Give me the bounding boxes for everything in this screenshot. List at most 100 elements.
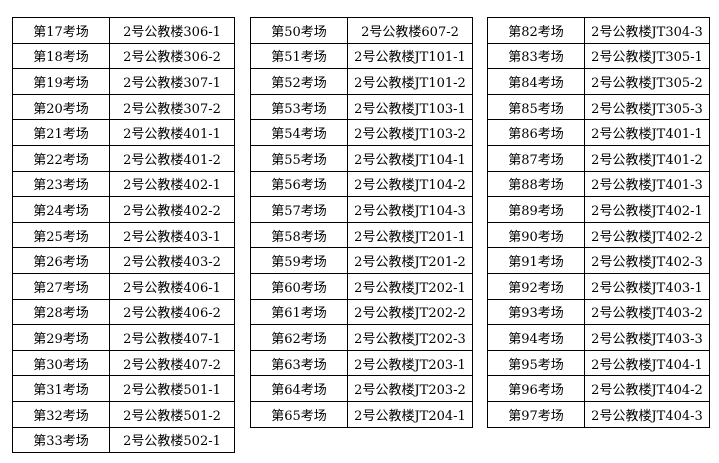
exam-room-number-cell: 第33考场 <box>12 426 110 454</box>
exam-room-number-cell: 第20考场 <box>12 93 110 121</box>
exam-room-location-cell: 2号公教楼JT404-2 <box>584 375 710 402</box>
exam-room-location-cell: 2号公教楼402-1 <box>109 170 235 198</box>
exam-room-number-cell: 第30考场 <box>12 349 110 377</box>
exam-room-location-cell: 2号公教楼JT202-3 <box>347 324 473 351</box>
exam-room-location-cell: 2号公教楼JT104-1 <box>347 144 473 172</box>
exam-room-number-cell: 第32考场 <box>12 400 110 428</box>
exam-room-number-cell: 第25考场 <box>12 221 110 249</box>
exam-room-number-cell: 第21考场 <box>12 119 110 146</box>
exam-room-number-cell: 第50考场 <box>250 17 348 44</box>
exam-room-location-cell: 2号公教楼403-2 <box>109 247 235 274</box>
exam-room-location-cell: 2号公教楼406-1 <box>109 272 235 300</box>
exam-room-number-cell: 第65考场 <box>250 400 348 428</box>
exam-room-location-cell: 2号公教楼JT401-3 <box>584 170 710 198</box>
exam-room-number-cell: 第56考场 <box>250 170 348 198</box>
exam-room-number-cell: 第24考场 <box>12 196 110 223</box>
exam-room-number-cell: 第97考场 <box>487 400 585 428</box>
exam-room-location-cell: 2号公教楼JT402-1 <box>584 196 710 223</box>
exam-room-location-cell: 2号公教楼JT101-1 <box>347 42 473 70</box>
exam-room-location-cell: 2号公教楼JT401-2 <box>584 144 710 172</box>
exam-room-number-cell: 第58考场 <box>250 221 348 249</box>
exam-room-number-cell: 第90考场 <box>487 221 585 249</box>
exam-room-number-cell: 第92考场 <box>487 272 585 300</box>
exam-room-location-cell: 2号公教楼JT404-1 <box>584 349 710 377</box>
exam-room-number-cell: 第53考场 <box>250 93 348 121</box>
exam-room-location-cell: 2号公教楼403-1 <box>109 221 235 249</box>
exam-room-number-cell: 第63考场 <box>250 349 348 377</box>
exam-room-location-cell: 2号公教楼JT305-3 <box>584 93 710 121</box>
exam-room-number-cell: 第64考场 <box>250 375 348 402</box>
exam-room-number-cell: 第27考场 <box>12 272 110 300</box>
exam-room-number-cell: 第19考场 <box>12 68 110 95</box>
exam-room-location-cell: 2号公教楼JT202-2 <box>347 298 473 326</box>
exam-room-number-cell: 第91考场 <box>487 247 585 274</box>
exam-room-location-cell: 2号公教楼306-2 <box>109 42 235 70</box>
exam-room-number-cell: 第59考场 <box>250 247 348 274</box>
exam-room-location-cell: 2号公教楼401-1 <box>109 119 235 146</box>
exam-room-location-cell: 2号公教楼JT203-2 <box>347 375 473 402</box>
exam-room-location-cell: 2号公教楼JT201-1 <box>347 221 473 249</box>
exam-room-location-cell: 2号公教楼JT104-3 <box>347 196 473 223</box>
exam-room-location-cell: 2号公教楼JT403-3 <box>584 324 710 351</box>
exam-room-location-cell: 2号公教楼JT304-3 <box>584 17 710 44</box>
exam-room-number-cell: 第57考场 <box>250 196 348 223</box>
exam-room-location-cell: 2号公教楼501-2 <box>109 400 235 428</box>
exam-room-number-cell: 第62考场 <box>250 324 348 351</box>
exam-room-number-cell: 第89考场 <box>487 196 585 223</box>
exam-room-location-cell: 2号公教楼407-1 <box>109 324 235 351</box>
exam-room-location-cell: 2号公教楼JT305-2 <box>584 68 710 95</box>
exam-room-location-cell: 2号公教楼JT305-1 <box>584 42 710 70</box>
exam-room-location-cell: 2号公教楼607-2 <box>347 17 473 44</box>
exam-room-number-cell: 第31考场 <box>12 375 110 402</box>
exam-room-location-cell: 2号公教楼JT401-1 <box>584 119 710 146</box>
exam-room-number-cell: 第54考场 <box>250 119 348 146</box>
exam-room-number-cell: 第60考场 <box>250 272 348 300</box>
exam-room-location-cell: 2号公教楼JT403-2 <box>584 298 710 326</box>
exam-room-number-cell: 第94考场 <box>487 324 585 351</box>
exam-room-location-cell: 2号公教楼JT104-2 <box>347 170 473 198</box>
exam-room-location-cell: 2号公教楼JT201-2 <box>347 247 473 274</box>
exam-room-location-cell: 2号公教楼JT203-1 <box>347 349 473 377</box>
exam-room-number-cell: 第28考场 <box>12 298 110 326</box>
exam-room-number-cell: 第84考场 <box>487 68 585 95</box>
exam-room-location-cell: 2号公教楼307-1 <box>109 68 235 95</box>
exam-room-number-cell: 第96考场 <box>487 375 585 402</box>
exam-room-number-cell: 第88考场 <box>487 170 585 198</box>
